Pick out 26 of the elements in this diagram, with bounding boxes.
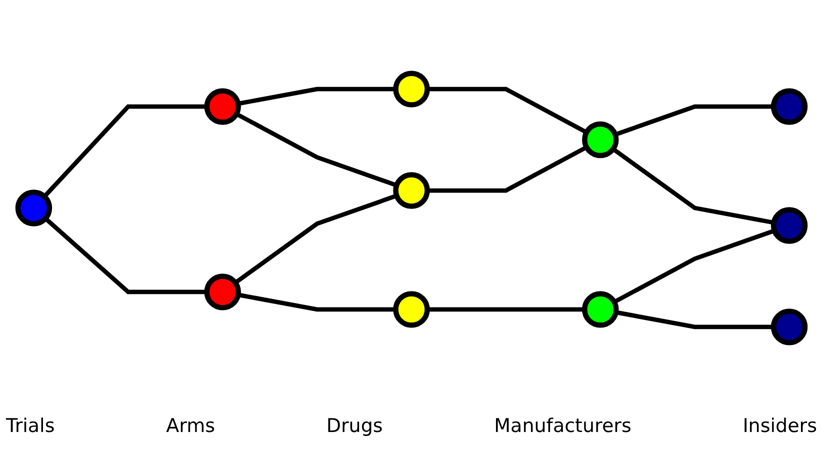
- column-label: Insiders: [742, 415, 817, 437]
- connector: [427, 144, 588, 192]
- connector: [238, 86, 396, 106]
- circle-node: [770, 308, 808, 345]
- circle-node: [204, 273, 241, 310]
- circle-node: [393, 172, 430, 208]
- connector: [238, 292, 396, 312]
- circle-node: [582, 120, 619, 158]
- circle-node: [204, 88, 241, 124]
- connector: [44, 216, 207, 294]
- circle-node: [393, 290, 430, 328]
- connector: [427, 86, 588, 134]
- circle-node: [770, 206, 808, 244]
- column-label: Arms: [166, 415, 215, 437]
- circle-node: [393, 70, 430, 107]
- connector: [612, 146, 774, 224]
- column-label: Manufacturers: [494, 415, 632, 437]
- circle-node: [770, 88, 808, 124]
- connector: [613, 228, 776, 304]
- circle-node: [582, 290, 619, 328]
- connector: [42, 104, 207, 198]
- connector: [235, 112, 398, 187]
- circle-node: [15, 189, 52, 226]
- column-label: Drugs: [326, 415, 383, 437]
- connector: [234, 193, 398, 284]
- column-label: Trials: [6, 415, 55, 437]
